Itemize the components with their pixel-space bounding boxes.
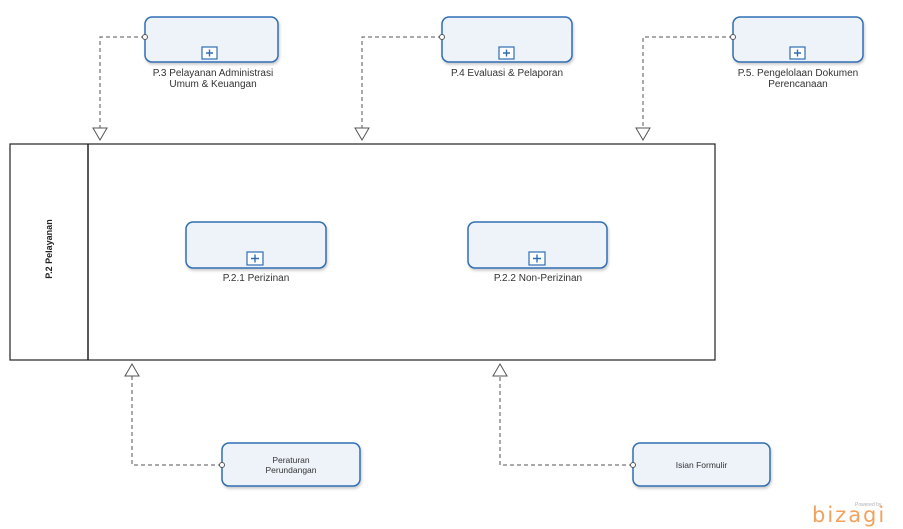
pool-p2-pelayanan[interactable] (9, 143, 716, 361)
label-p4: P.4 Evaluasi & Pelaporan (450, 68, 564, 79)
process-box-p5[interactable] (732, 16, 864, 63)
label-p3: P.3 Pelayanan Administrasi Umum & Keuang… (152, 68, 274, 90)
collapsed-subprocess-icon (246, 251, 264, 266)
process-box-p22[interactable] (467, 221, 608, 269)
process-box-p3[interactable] (144, 16, 279, 63)
connector-start-dot (219, 462, 225, 468)
label-p22: P.2.2 Non-Perizinan (493, 273, 583, 284)
label-regulations: Peraturan Perundangan (265, 454, 317, 475)
connector-p3-to-pool (99, 36, 145, 128)
connector-start-dot (630, 462, 636, 468)
watermark-powered-by: Powered by (855, 502, 882, 508)
connector-p4-to-pool (361, 36, 442, 128)
connector-start-dot (142, 34, 148, 40)
pool-label: P.2 Pelayanan (44, 219, 54, 279)
arrowhead-up (124, 363, 140, 377)
collapsed-subprocess-icon (498, 46, 515, 60)
connector-p5-to-pool (642, 36, 733, 128)
collapsed-subprocess-icon (201, 46, 218, 60)
arrowhead-up (492, 363, 508, 377)
arrowhead-down (635, 127, 651, 141)
process-box-p4[interactable] (441, 16, 573, 63)
label-p5: P.5. Pengelolaan Dokumen Perencanaan (737, 68, 859, 90)
arrowhead-down (354, 127, 370, 141)
label-form: Isian Formulir (675, 459, 728, 470)
connector-start-dot (439, 34, 445, 40)
arrowhead-down (92, 127, 108, 141)
label-p21: P.2.1 Perizinan (222, 273, 290, 284)
collapsed-subprocess-icon (528, 251, 546, 266)
process-box-p21[interactable] (185, 221, 327, 269)
connector-regulations-to-pool (131, 376, 222, 466)
connector-start-dot (730, 34, 736, 40)
bizagi-logo: bizagi (812, 503, 887, 527)
collapsed-subprocess-icon (789, 46, 806, 60)
connector-form-to-pool (499, 376, 633, 466)
